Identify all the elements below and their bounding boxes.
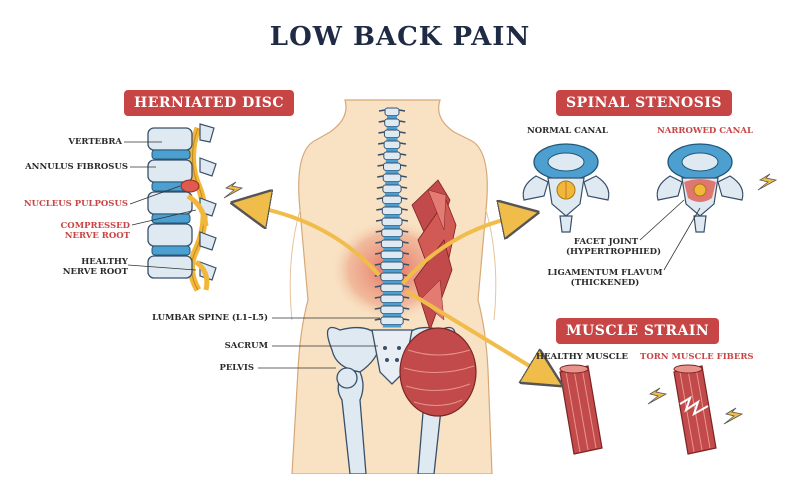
body-leader-lines bbox=[258, 317, 380, 369]
normal-canal-illustration bbox=[522, 143, 610, 233]
narrowed-canal-illustration bbox=[656, 143, 778, 233]
spine-vertebra bbox=[380, 283, 404, 292]
spine-disc bbox=[383, 236, 401, 240]
spine-transverse-process bbox=[378, 131, 406, 134]
spine-vertebra bbox=[380, 261, 404, 270]
spine-disc bbox=[383, 258, 401, 262]
spine-transverse-process bbox=[376, 186, 408, 189]
healthy-muscle-illustration bbox=[559, 364, 603, 455]
page-title: LOW BACK PAIN bbox=[269, 22, 531, 52]
spine-vertebra bbox=[380, 250, 404, 259]
label-lumbar-spine: LUMBAR SPINE (L1–L5) bbox=[152, 313, 268, 323]
spine-vertebra bbox=[382, 195, 402, 204]
spine-disc bbox=[387, 115, 397, 119]
label-torn-muscle-fibers: TORN MUSCLE FIBERS bbox=[640, 352, 754, 362]
spine-disc bbox=[384, 192, 400, 196]
spine-disc bbox=[385, 170, 399, 174]
spine-transverse-process bbox=[374, 285, 410, 288]
gluteal-muscle bbox=[399, 327, 477, 417]
label-facet-joint: FACET JOINT (HYPERTROPHIED) bbox=[566, 237, 661, 257]
spinal-stenosis-badge: SPINAL STENOSIS bbox=[556, 90, 733, 116]
spine-disc bbox=[382, 313, 402, 317]
spine-disc bbox=[386, 137, 398, 141]
spine-vertebra bbox=[384, 107, 400, 116]
spine-vertebra bbox=[381, 217, 403, 226]
label-normal-canal: NORMAL CANAL bbox=[527, 126, 608, 136]
spine-disc bbox=[384, 214, 400, 218]
spine-transverse-process bbox=[377, 153, 407, 156]
spine-vertebra bbox=[380, 294, 404, 303]
spine-vertebra bbox=[380, 316, 404, 325]
spine-disc bbox=[383, 247, 401, 251]
spine-transverse-process bbox=[378, 109, 406, 112]
muscle-strain-badge: MUSCLE STRAIN bbox=[556, 318, 720, 344]
connector-arrows bbox=[250, 206, 546, 376]
spine-vertebra bbox=[383, 140, 401, 149]
herniated-disc-illustration bbox=[147, 123, 244, 292]
spine-disc bbox=[386, 148, 398, 152]
spine-disc bbox=[382, 280, 402, 284]
label-healthy-muscle: HEALTHY MUSCLE bbox=[536, 352, 628, 362]
label-pelvis: PELVIS bbox=[219, 363, 254, 373]
herniated-disc-badge: HERNIATED DISC bbox=[124, 90, 295, 116]
spine-vertebra bbox=[380, 305, 404, 314]
spine-vertebra bbox=[381, 206, 403, 215]
spine-disc bbox=[382, 302, 402, 306]
spine-disc bbox=[384, 203, 400, 207]
spine-transverse-process bbox=[376, 208, 408, 211]
spine-disc bbox=[386, 126, 398, 130]
spine-vertebra bbox=[384, 118, 400, 127]
spine-transverse-process bbox=[377, 175, 407, 178]
label-ligamentum-flavum: LIGAMENTUM FLAVUM (THICKENED) bbox=[547, 268, 663, 288]
label-healthy-nerve-root: HEALTHY NERVE ROOT bbox=[62, 257, 128, 277]
spine-disc bbox=[384, 225, 400, 229]
spine-transverse-process bbox=[374, 252, 410, 255]
label-vertebra: VERTEBRA bbox=[68, 137, 122, 147]
label-sacrum: SACRUM bbox=[224, 341, 268, 351]
spine-transverse-process bbox=[374, 307, 410, 310]
spine-transverse-process bbox=[377, 164, 407, 167]
spine-transverse-process bbox=[375, 219, 409, 222]
spine-transverse-process bbox=[375, 241, 409, 244]
spine-vertebra bbox=[382, 184, 402, 193]
spine-transverse-process bbox=[377, 142, 407, 145]
torn-muscle-illustration bbox=[647, 364, 744, 455]
spine-disc bbox=[385, 181, 399, 185]
spine-vertebra bbox=[383, 129, 401, 138]
label-annulus-fibrosus: ANNULUS FIBROSUS bbox=[25, 162, 128, 172]
label-narrowed-canal: NARROWED CANAL bbox=[657, 126, 753, 136]
spine-transverse-process bbox=[374, 263, 410, 266]
spine-vertebra bbox=[382, 173, 402, 182]
label-nucleus-pulposus: NUCLEUS PULPOSUS bbox=[23, 199, 128, 209]
spine-disc bbox=[385, 159, 399, 163]
spine-disc bbox=[382, 269, 402, 273]
stenosis-leader-lines bbox=[639, 199, 701, 271]
spine-transverse-process bbox=[376, 197, 408, 200]
spine-column bbox=[374, 107, 410, 328]
spine-disc bbox=[382, 324, 402, 328]
spine-disc bbox=[382, 291, 402, 295]
spine-transverse-process bbox=[374, 296, 410, 299]
herniated-leader-lines bbox=[124, 141, 197, 271]
spine-transverse-process bbox=[378, 120, 406, 123]
spine-vertebra bbox=[380, 239, 404, 248]
spine-vertebra bbox=[381, 228, 403, 237]
spine-vertebra bbox=[383, 151, 401, 160]
spine-transverse-process bbox=[374, 318, 410, 321]
spine-vertebra bbox=[383, 162, 401, 171]
spine-vertebra bbox=[380, 272, 404, 281]
spine-transverse-process bbox=[375, 230, 409, 233]
label-compressed-nerve-root: COMPRESSED NERVE ROOT bbox=[60, 221, 130, 241]
